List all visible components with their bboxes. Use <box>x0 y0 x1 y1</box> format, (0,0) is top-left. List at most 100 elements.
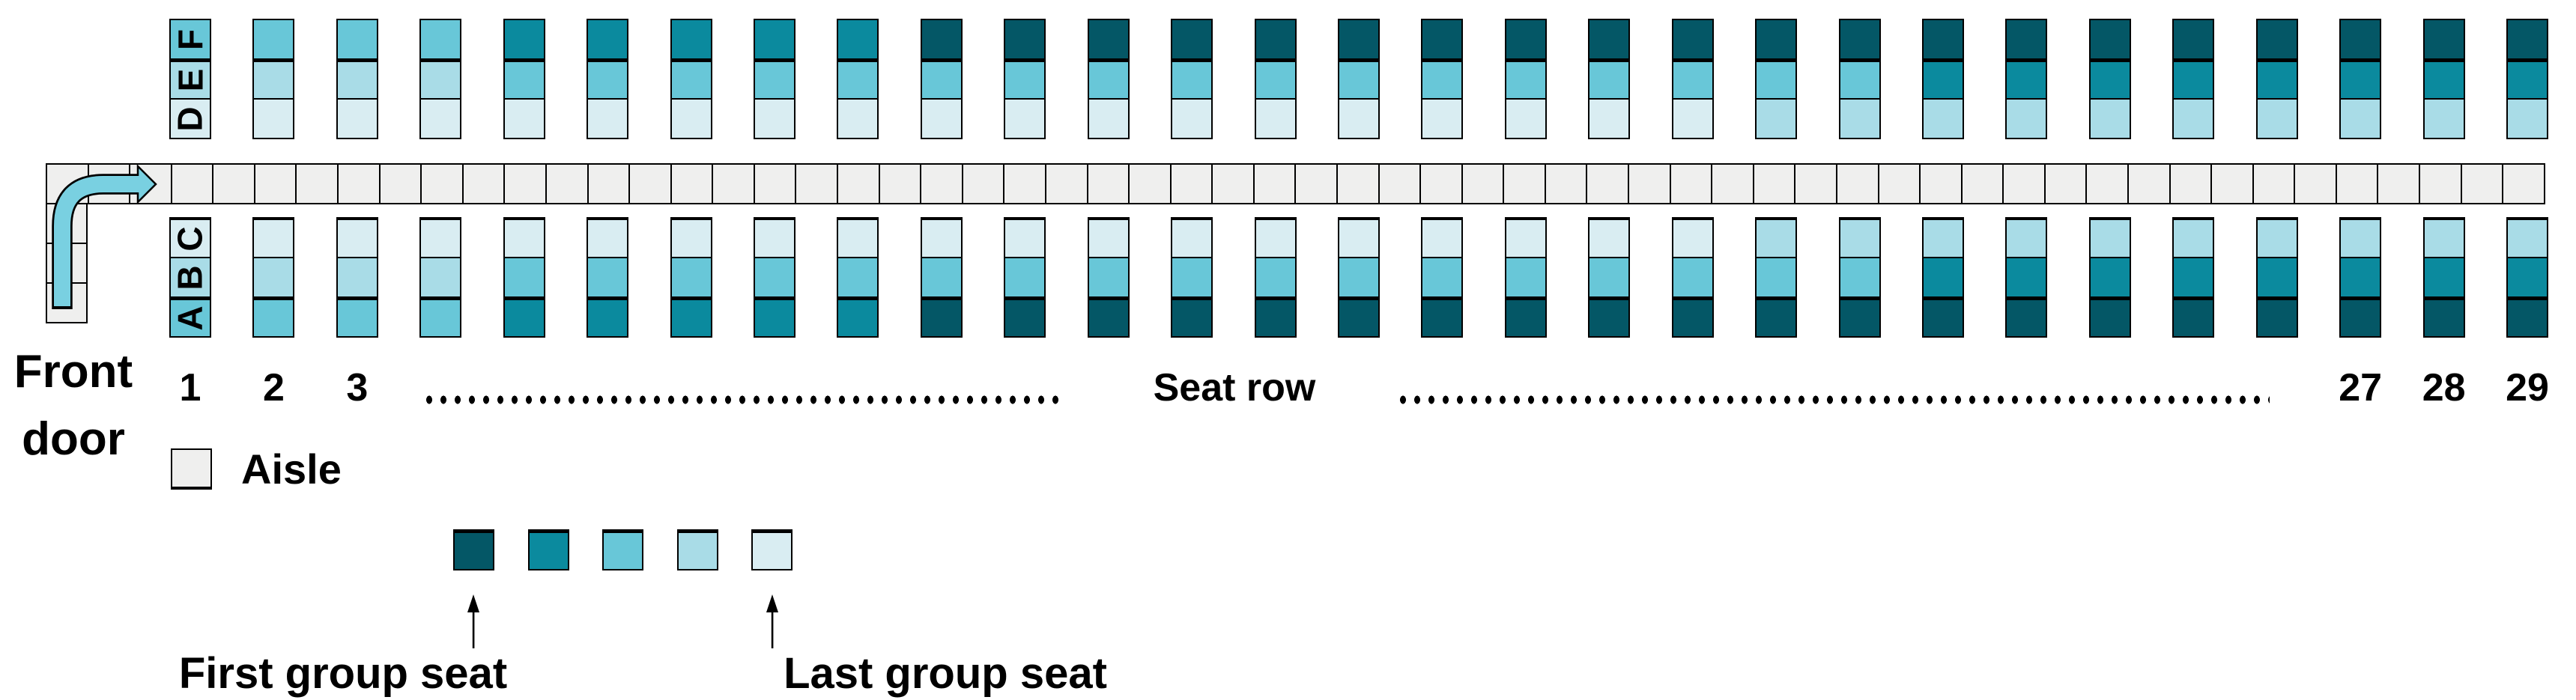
aisle-cell <box>1336 163 1380 204</box>
seat-D16 <box>1421 98 1464 139</box>
aisle-cell <box>461 163 506 204</box>
seat-A23 <box>2005 296 2048 338</box>
seat-E17 <box>1504 58 1547 100</box>
aisle-cell <box>961 163 1005 204</box>
seat-E8 <box>754 58 795 100</box>
seat-F28 <box>2422 19 2465 60</box>
seat-C29 <box>2506 217 2549 258</box>
seat-B23 <box>2005 257 2048 298</box>
aisle-cell <box>129 163 173 204</box>
seat-A17 <box>1504 296 1547 338</box>
seat-A28 <box>2422 296 2465 338</box>
front-door-label: Front door <box>3 338 144 473</box>
seat-A24 <box>2088 296 2131 338</box>
seat-C26 <box>2255 217 2298 258</box>
seat-F15 <box>1338 19 1381 60</box>
seat-D27 <box>2339 98 2382 139</box>
seat-C5 <box>503 217 545 258</box>
seat-A19 <box>1671 296 1714 338</box>
seat-F4 <box>419 19 462 60</box>
aisle-cell <box>378 163 422 204</box>
seat-C14 <box>1254 217 1297 258</box>
seat-E5 <box>503 58 545 100</box>
seat-A2 <box>252 296 295 338</box>
seat-D5 <box>503 98 545 139</box>
aisle-cell <box>920 163 964 204</box>
seat-F21 <box>1838 19 1881 60</box>
seat-F25 <box>2172 19 2215 60</box>
seat-D7 <box>670 98 712 139</box>
aisle-cell <box>670 163 714 204</box>
legend-group-5-swatch <box>751 529 793 570</box>
seat-B17 <box>1504 257 1547 298</box>
legend-group-2-swatch <box>527 529 569 570</box>
seat-A14 <box>1254 296 1297 338</box>
seat-F9 <box>837 19 879 60</box>
aisle-cell <box>2377 163 2421 204</box>
row-number-29: 29 <box>2506 366 2549 410</box>
aisle-legend-label: Aisle <box>241 445 342 493</box>
seat-C19 <box>1671 217 1714 258</box>
seat-F1: F <box>169 19 211 60</box>
seat-B10 <box>920 257 963 298</box>
seat-E24 <box>2088 58 2131 100</box>
door-corridor-cell <box>46 282 88 323</box>
aisle-cell <box>503 163 548 204</box>
aisle-cell <box>87 163 131 204</box>
seat-E20 <box>1755 58 1798 100</box>
seat-C25 <box>2172 217 2215 258</box>
seat-E28 <box>2422 58 2465 100</box>
seat-B26 <box>2255 257 2298 298</box>
seat-D18 <box>1588 98 1631 139</box>
seat-D26 <box>2255 98 2298 139</box>
aisle-cell <box>2419 163 2463 204</box>
row-ellipsis-left <box>425 395 1063 405</box>
aisle-cell <box>1794 163 1838 204</box>
seat-B9 <box>837 257 879 298</box>
seat-D13 <box>1171 98 1213 139</box>
aisle-cell <box>2085 163 2130 204</box>
seat-D14 <box>1254 98 1297 139</box>
seat-C7 <box>670 217 712 258</box>
seat-F5 <box>503 19 545 60</box>
aisle-cell <box>753 163 797 204</box>
aisle-cell <box>46 163 89 204</box>
seat-C3 <box>336 217 378 258</box>
legend-group-3-swatch <box>602 529 644 570</box>
seat-B8 <box>754 257 795 298</box>
front-door-line1: Front <box>13 346 133 398</box>
aisle-cell <box>587 163 631 204</box>
seat-C28 <box>2422 217 2465 258</box>
seat-F14 <box>1254 19 1297 60</box>
seat-A21 <box>1838 296 1881 338</box>
first-group-arrow-icon <box>467 594 479 648</box>
seat-E12 <box>1087 58 1130 100</box>
seat-D12 <box>1087 98 1130 139</box>
seat-D2 <box>252 98 295 139</box>
seat-B21 <box>1838 257 1881 298</box>
seat-B4 <box>419 257 462 298</box>
seat-A9 <box>837 296 879 338</box>
seat-D4 <box>419 98 462 139</box>
seat-F6 <box>587 19 629 60</box>
aisle-cell <box>2210 163 2255 204</box>
seat-C10 <box>920 217 963 258</box>
seat-F12 <box>1087 19 1130 60</box>
seat-C23 <box>2005 217 2048 258</box>
seat-C16 <box>1421 217 1464 258</box>
seat-C22 <box>1922 217 1965 258</box>
seat-E7 <box>670 58 712 100</box>
aisle-cell <box>1669 163 1713 204</box>
seat-F3 <box>336 19 378 60</box>
seat-E10 <box>920 58 963 100</box>
seat-F13 <box>1171 19 1213 60</box>
seat-B11 <box>1004 257 1046 298</box>
aisle-cell <box>1586 163 1630 204</box>
seat-A8 <box>754 296 795 338</box>
seat-E3 <box>336 58 378 100</box>
seat-D3 <box>336 98 378 139</box>
seat-A27 <box>2339 296 2382 338</box>
seat-A22 <box>1922 296 1965 338</box>
seat-F22 <box>1922 19 1965 60</box>
seat-A18 <box>1588 296 1631 338</box>
